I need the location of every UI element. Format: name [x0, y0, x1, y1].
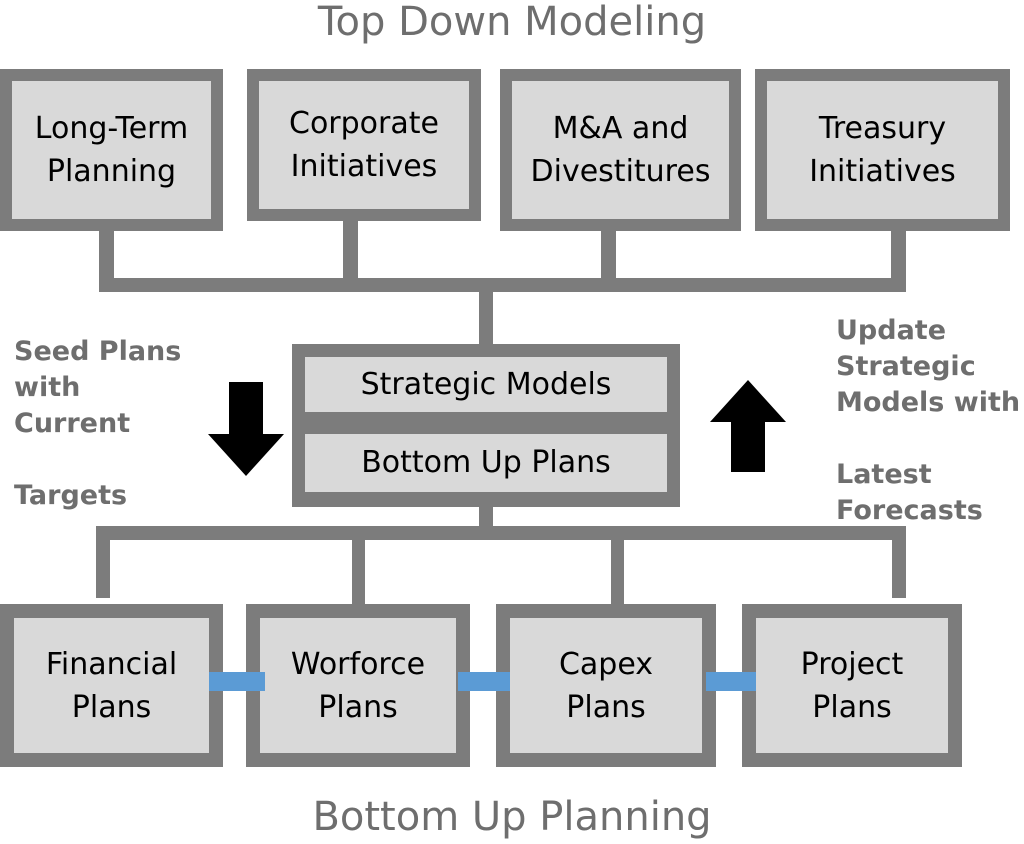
- connector-bus-bottom: [96, 526, 906, 540]
- box-worforce-plans-inner: Worforce Plans: [260, 618, 456, 753]
- box-treasury-initiatives-label: Treasury Initiatives: [809, 111, 956, 189]
- box-corporate-initiatives[interactable]: Corporate Initiatives: [247, 69, 481, 221]
- blue-link-connector-2: [458, 672, 510, 691]
- connector-stub-top-2: [343, 218, 358, 284]
- box-capex-plans-inner: Capex Plans: [510, 618, 702, 753]
- box-capex-plans[interactable]: Capex Plans: [496, 604, 716, 767]
- box-ma-and-divestitures-label: M&A and Divestitures: [530, 111, 711, 189]
- box-project-plans[interactable]: Project Plans: [742, 604, 962, 767]
- panel-bottom-up-plans[interactable]: Bottom Up Plans: [305, 434, 667, 492]
- box-financial-plans[interactable]: Financial Plans: [0, 604, 223, 767]
- panel-bottom-up-plans-label: Bottom Up Plans: [361, 445, 611, 480]
- box-worforce-plans-label: Worforce Plans: [290, 646, 426, 725]
- box-worforce-plans[interactable]: Worforce Plans: [246, 604, 470, 767]
- box-financial-plans-inner: Financial Plans: [14, 618, 209, 753]
- connector-stub-top-3: [601, 224, 616, 284]
- page-title-top-down-modeling: Top Down Modeling: [317, 0, 707, 45]
- connector-stub-top-4: [891, 224, 906, 284]
- box-corporate-initiatives-label: Corporate Initiatives: [289, 106, 439, 184]
- connector-stub-bottom-3: [611, 526, 624, 616]
- box-project-plans-inner: Project Plans: [756, 618, 948, 753]
- connector-stub-bottom-1: [96, 526, 110, 598]
- connector-stub-bottom-2: [352, 526, 365, 616]
- box-long-term-planning-label: Long-Term Planning: [34, 111, 189, 189]
- box-treasury-initiatives[interactable]: Treasury Initiatives: [755, 69, 1010, 231]
- connector-stub-bottom-4: [892, 526, 906, 598]
- box-corporate-initiatives-inner: Corporate Initiatives: [259, 81, 469, 209]
- connector-stub-top-1: [99, 224, 114, 284]
- note-update-strategic-models-with-latest-forecasts: Update Strategic Models with Latest Fore…: [836, 315, 1021, 526]
- box-project-plans-label: Project Plans: [800, 646, 904, 725]
- blue-link-connector-3: [706, 672, 756, 691]
- box-treasury-initiatives-inner: Treasury Initiatives: [767, 81, 998, 219]
- box-ma-and-divestitures[interactable]: M&A and Divestitures: [500, 69, 741, 231]
- box-ma-and-divestitures-inner: M&A and Divestitures: [512, 81, 729, 219]
- box-long-term-planning[interactable]: Long-Term Planning: [0, 69, 223, 231]
- down-arrow-icon: [208, 382, 284, 476]
- connector-drop-to-middle: [479, 278, 493, 346]
- connector-bus-top: [99, 278, 906, 292]
- note-seed-plans-with-current-targets: Seed Plans with Current Targets: [14, 336, 182, 511]
- up-arrow-icon: [710, 380, 786, 472]
- box-capex-plans-label: Capex Plans: [558, 646, 654, 725]
- panel-strategic-models[interactable]: Strategic Models: [305, 357, 667, 412]
- blue-link-connector-1: [209, 672, 265, 691]
- box-strategic-stack[interactable]: Strategic Models Bottom Up Plans: [292, 344, 680, 507]
- box-long-term-planning-inner: Long-Term Planning: [12, 81, 211, 219]
- box-financial-plans-label: Financial Plans: [45, 646, 178, 725]
- panel-strategic-models-label: Strategic Models: [360, 366, 612, 402]
- page-title-bottom-up-planning: Bottom Up Planning: [312, 794, 712, 840]
